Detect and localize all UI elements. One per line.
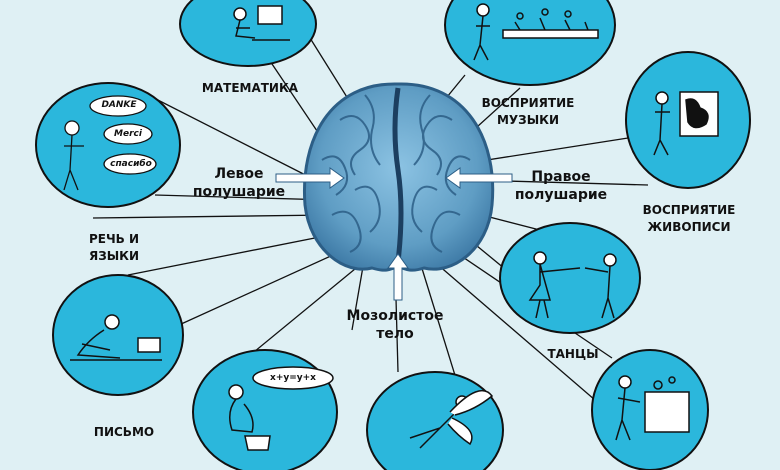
circle-music — [444, 0, 616, 86]
circle-chemistry — [591, 349, 709, 470]
speech-bubble-danke: DANKE — [101, 100, 137, 110]
right-hemisphere-label: Правое полушарие — [514, 169, 608, 203]
circle-speech — [35, 82, 181, 208]
formula-bubble: x+y=y+x — [270, 373, 316, 383]
circle-writing — [52, 274, 184, 396]
line-speech-2 — [154, 194, 331, 201]
circle-fairy — [366, 371, 504, 470]
speech-bubble-merci: Merci — [114, 129, 142, 139]
circle-dance — [499, 222, 641, 334]
line-fairy-2 — [419, 261, 459, 386]
dance-label: ТАНЦЫ — [547, 347, 599, 361]
circle-formula — [192, 349, 338, 470]
painting-label: ВОСПРИЯТИЕ ЖИВОПИСИ — [642, 203, 736, 234]
circle-painting — [625, 51, 751, 189]
left-hemisphere-label: Левое полушарие — [192, 166, 286, 200]
speech-label: РЕЧЬ И ЯЗЫКИ — [88, 232, 140, 263]
line-writing-2 — [167, 244, 356, 331]
line-chem-2 — [429, 257, 596, 401]
music-label: ВОСПРИЯТИЕ МУЗЫКИ — [481, 96, 575, 127]
math-label: МАТЕМАТИКА — [201, 81, 299, 95]
corpus-callosum-label: Мозолистое тело — [346, 308, 444, 342]
line-writing-1 — [127, 231, 346, 276]
writing-label: ПИСЬМО — [93, 425, 155, 439]
line-speech-3 — [92, 214, 331, 219]
speech-bubble-spasibo: спасибо — [110, 159, 152, 169]
circle-math — [179, 0, 317, 67]
brain — [275, 82, 513, 301]
